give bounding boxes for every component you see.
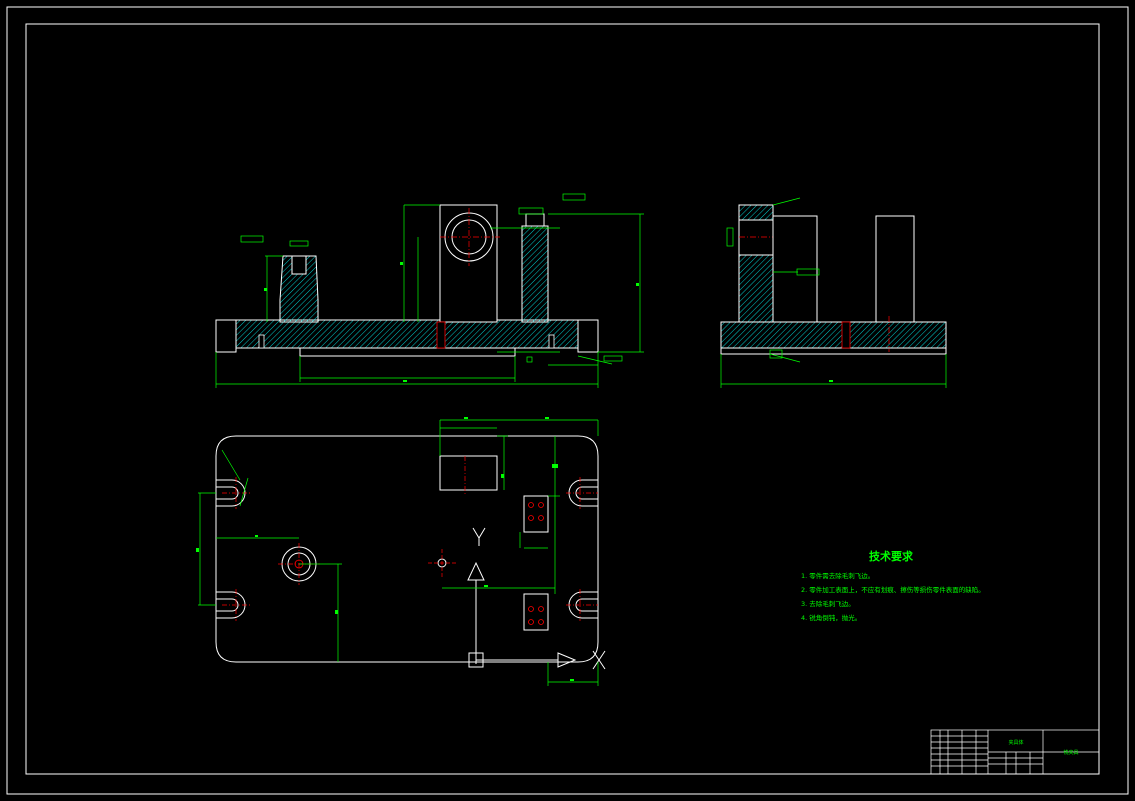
front-right-support <box>521 225 549 323</box>
outer-frame <box>6 6 1129 795</box>
top-view <box>196 417 606 686</box>
tech-requirements-title: 技术要求 <box>869 549 914 563</box>
top-upright-block <box>439 455 498 491</box>
tech-requirement-4: 4. 锐角倒钝，抛光。 <box>801 613 861 622</box>
side-bore-section <box>738 219 774 256</box>
front-base-plate <box>235 319 579 349</box>
front-base-left-flange <box>215 319 237 353</box>
side-view <box>720 197 947 388</box>
side-right-block <box>875 215 915 323</box>
technical-requirements: 技术要求 1. 零件需去除毛刺飞边。 2. 零件加工表面上，不应有划痕、擦伤等损… <box>801 549 985 622</box>
side-base-lower <box>720 347 947 355</box>
front-left-support-slot <box>291 255 307 275</box>
front-left-support <box>279 255 319 323</box>
title-block <box>930 729 1100 775</box>
front-base-lower-step <box>299 347 516 357</box>
front-right-support-top <box>525 213 545 227</box>
tech-requirement-2: 2. 零件加工表面上，不应有划痕、擦伤等损伤零件表面的缺陷。 <box>801 585 985 594</box>
front-view <box>215 193 644 388</box>
title-block-part-name: 铣夹具 <box>1063 749 1078 756</box>
tech-requirement-3: 3. 去除毛刺飞边。 <box>801 599 855 608</box>
front-center-upright <box>439 204 498 323</box>
side-base-plate <box>720 321 947 349</box>
tech-requirement-1: 1. 零件需去除毛刺飞边。 <box>801 571 874 580</box>
title-block-drawing-name: 夹具体 <box>1008 739 1023 746</box>
top-plate-outline <box>215 435 599 663</box>
inner-frame <box>25 23 1100 775</box>
front-base-right-flange <box>577 319 599 353</box>
